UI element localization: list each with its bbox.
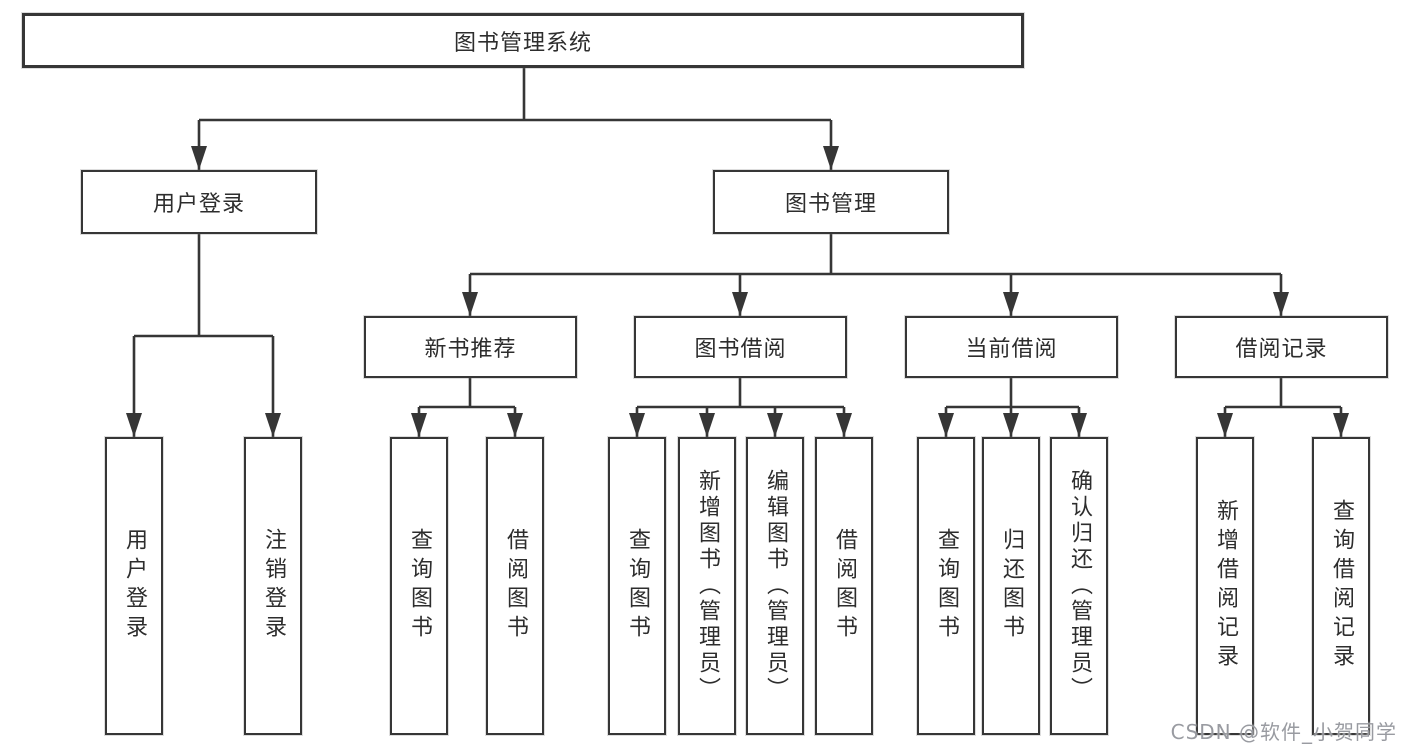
leaf-edit-book-admin: 编辑图书（管理员） <box>746 437 804 735</box>
leaf-confirm-return-admin: 确认归还（管理员） <box>1050 437 1108 735</box>
leaf-add-borrow-record: 新增借阅记录 <box>1196 437 1254 735</box>
arrowheads <box>126 146 1349 437</box>
leaf-return-books: 归还图书 <box>982 437 1040 735</box>
leaf-user-login: 用户登录 <box>105 437 163 735</box>
leaf-recommend-borrow-books: 借阅图书 <box>486 437 544 735</box>
node-root: 图书管理系统 <box>22 13 1024 68</box>
node-book-management: 图书管理 <box>713 170 949 234</box>
node-current-borrow: 当前借阅 <box>905 316 1118 378</box>
node-user-login: 用户登录 <box>81 170 317 234</box>
leaf-logout-login: 注销登录 <box>244 437 302 735</box>
node-book-borrow: 图书借阅 <box>634 316 847 378</box>
leaf-borrow-books: 借阅图书 <box>815 437 873 735</box>
leaf-add-book-admin: 新增图书（管理员） <box>678 437 736 735</box>
leaf-borrow-search-books: 查询图书 <box>608 437 666 735</box>
leaf-query-borrow-record: 查询借阅记录 <box>1312 437 1370 735</box>
leaf-recommend-search-books: 查询图书 <box>390 437 448 735</box>
node-borrow-records: 借阅记录 <box>1175 316 1388 378</box>
watermark-text: CSDN @软件_小贺同学 <box>1170 720 1397 744</box>
node-new-book-recommend: 新书推荐 <box>364 316 577 378</box>
leaf-current-search-books: 查询图书 <box>917 437 975 735</box>
